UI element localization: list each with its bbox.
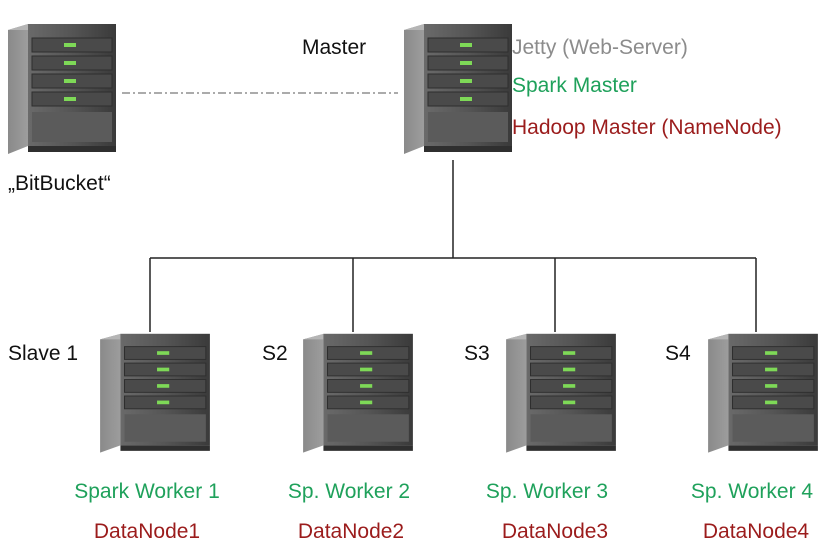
slave-1-worker-label: Spark Worker 1 xyxy=(74,480,220,503)
spark-master-service-label: Spark Master xyxy=(512,74,637,97)
master-server-icon xyxy=(398,22,518,162)
slave-1-name-label: Slave 1 xyxy=(8,342,79,365)
slave-4-worker-label: Sp. Worker 4 xyxy=(690,480,814,503)
slave-4-server-icon xyxy=(702,332,824,460)
slave-2-name-label: S2 xyxy=(262,342,288,365)
slave-3-name-label: S3 xyxy=(464,342,490,365)
slave-4-name-label: S4 xyxy=(665,342,691,365)
slave-2-server-icon xyxy=(297,332,419,460)
hadoop-master-service-label: Hadoop Master (NameNode) xyxy=(512,116,782,139)
slave-1-server-icon xyxy=(94,332,216,460)
slave-3-datanode-label: DataNode3 xyxy=(501,520,609,543)
jetty-service-label: Jetty (Web-Server) xyxy=(512,36,688,59)
bitbucket-server-icon xyxy=(2,22,122,162)
slave-3-server-icon xyxy=(500,332,622,460)
master-label: Master xyxy=(302,36,367,59)
slave-1-datanode-label: DataNode1 xyxy=(93,520,201,543)
slave-4-datanode-label: DataNode4 xyxy=(702,520,810,543)
slave-3-worker-label: Sp. Worker 3 xyxy=(485,480,609,503)
bitbucket-label: „BitBucket“ xyxy=(8,172,111,195)
slave-2-worker-label: Sp. Worker 2 xyxy=(287,480,411,503)
slave-2-datanode-label: DataNode2 xyxy=(297,520,405,543)
